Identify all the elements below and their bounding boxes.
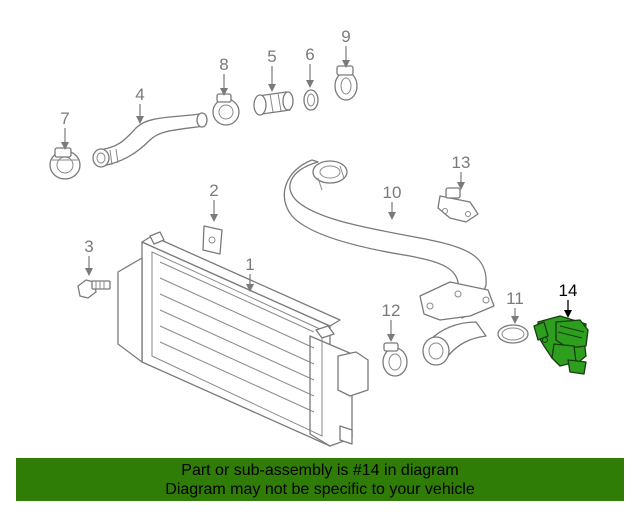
callout-14-highlighted: 14 (559, 281, 578, 300)
callout-12: 12 (382, 301, 401, 320)
callout-4: 4 (135, 85, 144, 104)
callout-7: 7 (60, 109, 69, 128)
part-5-coupler[interactable] (253, 91, 294, 116)
part-9-hose-clamp[interactable] (334, 65, 358, 101)
part-6-o-ring[interactable] (303, 89, 319, 111)
callout-1: 1 (245, 255, 254, 274)
callout-11: 11 (506, 289, 524, 308)
part-1-intercooler[interactable] (117, 231, 369, 447)
banner-line-2: Diagram may not be specific to your vehi… (165, 481, 475, 498)
part-2-bracket[interactable] (202, 225, 223, 255)
part-11-seal[interactable] (497, 324, 529, 344)
callout-3: 3 (84, 237, 93, 256)
leader-lines (61, 46, 572, 342)
part-12-hose-clamp[interactable] (382, 342, 408, 377)
part-10-outlet-tube[interactable] (283, 159, 495, 366)
callout-13: 13 (452, 153, 471, 172)
info-banner: Part or sub-assembly is #14 in diagram D… (16, 458, 624, 501)
part-13-sensor[interactable] (437, 187, 479, 223)
banner-line-1: Part or sub-assembly is #14 in diagram (181, 462, 459, 479)
callout-9: 9 (341, 27, 350, 46)
part-14-highlighted-part[interactable] (533, 315, 589, 375)
part-4-intake-hose[interactable] (92, 112, 208, 168)
part-3-bolt[interactable] (77, 279, 111, 299)
callout-10: 10 (383, 183, 402, 202)
part-8-hose-clamp[interactable] (212, 93, 240, 126)
callout-2: 2 (209, 181, 218, 200)
callout-5: 5 (267, 47, 276, 66)
part-7-hose-clamp[interactable] (49, 147, 81, 180)
callout-labels: 7 4 8 5 6 9 13 10 2 3 1 12 11 14 (60, 27, 577, 320)
callout-8: 8 (219, 55, 228, 74)
callout-6: 6 (305, 45, 314, 64)
